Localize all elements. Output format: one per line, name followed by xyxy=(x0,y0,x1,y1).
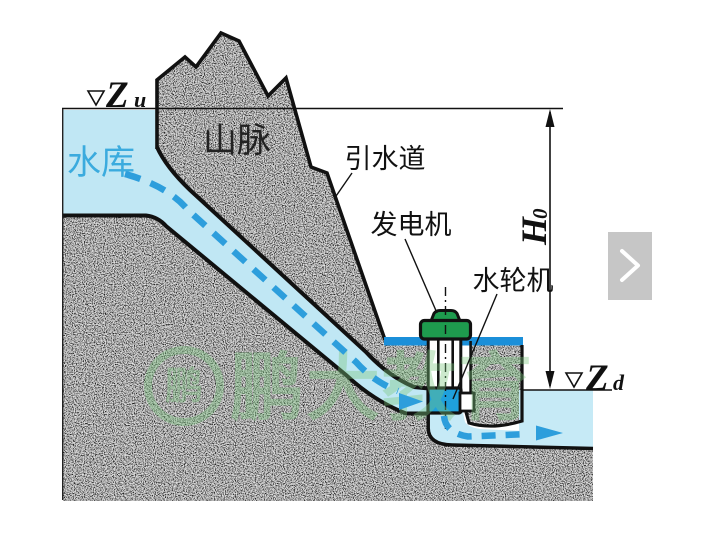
chevron-right-icon xyxy=(620,249,640,282)
label-penstock: 引水道 xyxy=(345,144,426,174)
ground-body xyxy=(63,216,593,501)
penstock-upper-border xyxy=(155,146,430,391)
generator-leader xyxy=(404,238,438,314)
label-zu-sub: u xyxy=(134,87,146,112)
turbine-leader xyxy=(452,293,498,400)
label-generator: 发电机 xyxy=(371,210,452,240)
flow-arrows xyxy=(124,170,530,440)
powerhouse-floor-right xyxy=(460,337,523,346)
mountain-body xyxy=(157,33,427,388)
label-mountain: 山脉 xyxy=(203,122,271,160)
next-button[interactable] xyxy=(608,232,652,300)
turbine-side-box xyxy=(458,391,476,413)
generator-dome xyxy=(428,309,463,323)
label-zd: Z xyxy=(585,358,609,399)
watermark-text: 鹏大教育 xyxy=(230,346,534,429)
penstock-leader xyxy=(333,172,353,200)
ground-block-right-outline xyxy=(464,345,524,428)
head-dimension xyxy=(545,109,555,389)
label-zu: Z xyxy=(105,75,129,116)
watermark-logo-char: 鹏 xyxy=(165,366,203,408)
draft-tube-outer-wall xyxy=(426,411,594,451)
svg-text:0: 0 xyxy=(528,208,552,219)
upstream-level-triangle xyxy=(86,90,106,107)
tailrace-flow-arrowhead xyxy=(536,425,563,441)
label-head: H 0 xyxy=(514,208,554,246)
ground-block-right xyxy=(466,341,522,427)
penstock-flow-arrowhead xyxy=(399,393,423,410)
drafttube-flow-dashes xyxy=(440,415,530,440)
draft-tube-water xyxy=(429,408,523,445)
penstock-lower-border xyxy=(63,213,430,416)
downstream-level-triangle xyxy=(564,372,584,389)
label-turbine: 水轮机 xyxy=(473,266,554,296)
label-zd-sub: d xyxy=(613,370,625,395)
penstock-flow-dashes xyxy=(124,170,400,395)
mountain-outline xyxy=(155,30,387,341)
svg-text:H: H xyxy=(514,216,554,246)
watermark: 鹏 鹏大教育 xyxy=(144,346,534,429)
label-reservoir: 水库 xyxy=(67,144,135,182)
powerhouse-floor-left xyxy=(384,337,427,346)
